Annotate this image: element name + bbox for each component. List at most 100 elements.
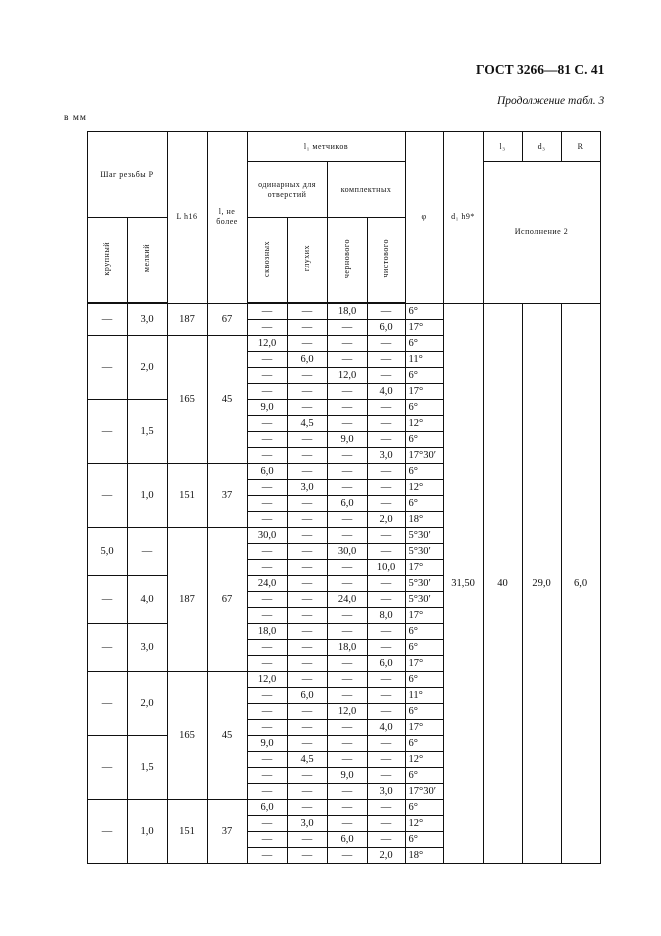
cell-phi: 17° (404, 655, 444, 672)
cell-through: — (246, 431, 288, 448)
cell-fine-pitch: 4,0 (126, 575, 168, 624)
cell-coarse-pitch: — (86, 671, 128, 736)
cell-L: 187 (166, 527, 208, 672)
cell-through: — (246, 591, 288, 608)
cell-coarse-pitch: — (86, 302, 128, 336)
cell-rough: 6,0 (326, 495, 368, 512)
cell-rough: 12,0 (326, 703, 368, 720)
cell-finish: 6,0 (366, 655, 406, 672)
cell-through: — (246, 847, 288, 864)
cell-through: — (246, 495, 288, 512)
cell-finish: — (366, 527, 406, 544)
cell-l: 67 (206, 527, 248, 672)
cell-blind: — (286, 591, 328, 608)
cell-blind: — (286, 831, 328, 848)
header-d1: d₁ h9* (442, 131, 484, 304)
cell-l: 67 (206, 302, 248, 336)
cell-blind: — (286, 575, 328, 592)
cell-phi: 6° (404, 367, 444, 384)
cell-blind: — (286, 463, 328, 480)
cell-through: — (246, 319, 288, 336)
cell-finish: 2,0 (366, 511, 406, 528)
cell-finish: — (366, 831, 406, 848)
cell-rough: — (326, 335, 368, 352)
cell-through: — (246, 751, 288, 768)
cell-phi: 17° (404, 383, 444, 400)
cell-R: 6,0 (560, 302, 601, 864)
cell-finish: — (366, 335, 406, 352)
cell-rough: — (326, 511, 368, 528)
cell-L: 151 (166, 463, 208, 528)
cell-finish: 4,0 (366, 719, 406, 736)
cell-blind: 6,0 (286, 687, 328, 704)
cell-fine-pitch: 1,5 (126, 735, 168, 800)
cell-through: 9,0 (246, 399, 288, 416)
cell-coarse-pitch: — (86, 399, 128, 464)
cell-through: — (246, 415, 288, 432)
cell-rough: — (326, 575, 368, 592)
cell-blind: 4,5 (286, 751, 328, 768)
cell-rough: — (326, 815, 368, 832)
cell-phi: 6° (404, 302, 444, 320)
cell-rough: — (326, 383, 368, 400)
cell-through: — (246, 511, 288, 528)
header-finish: чистового (366, 217, 406, 304)
cell-through: 24,0 (246, 575, 288, 592)
cell-blind: — (286, 783, 328, 800)
cell-rough: — (326, 527, 368, 544)
cell-phi: 6° (404, 831, 444, 848)
cell-through: 6,0 (246, 799, 288, 816)
cell-through: — (246, 383, 288, 400)
cell-rough: — (326, 415, 368, 432)
header-blind: глухих (286, 217, 328, 304)
cell-rough: 12,0 (326, 367, 368, 384)
header-L-h16: L h16 (166, 131, 208, 304)
cell-through: — (246, 367, 288, 384)
table-row: —4,5——12° (64, 751, 600, 768)
cell-phi: 18° (404, 847, 444, 864)
cell-through: — (246, 815, 288, 832)
table-row: ——12,0—6° (64, 367, 600, 384)
cell-phi: 12° (404, 415, 444, 432)
cell-phi: 6° (404, 623, 444, 640)
cell-through: — (246, 559, 288, 576)
cell-fine-pitch: 1,0 (126, 463, 168, 528)
cell-phi: 11° (404, 351, 444, 368)
cell-phi: 6° (404, 735, 444, 752)
cell-rough: — (326, 671, 368, 688)
cell-finish: — (366, 687, 406, 704)
cell-blind: — (286, 623, 328, 640)
cell-finish: 10,0 (366, 559, 406, 576)
cell-blind: — (286, 655, 328, 672)
cell-finish: — (366, 639, 406, 656)
cell-through: — (246, 479, 288, 496)
cell-blind: — (286, 559, 328, 576)
cell-fine-pitch: 1,5 (126, 399, 168, 464)
cell-phi: 5°30′ (404, 543, 444, 560)
cell-blind: — (286, 447, 328, 464)
cell-fine-pitch: 2,0 (126, 671, 168, 736)
cell-coarse-pitch: — (86, 735, 128, 800)
cell-blind: — (286, 319, 328, 336)
cell-rough: — (326, 687, 368, 704)
cell-rough: — (326, 847, 368, 864)
cell-through: 9,0 (246, 735, 288, 752)
cell-l: 37 (206, 463, 248, 528)
cell-rough: — (326, 479, 368, 496)
header-l3: l₃ (482, 131, 523, 162)
header-l-max: l, не более (206, 131, 248, 304)
cell-rough: 6,0 (326, 831, 368, 848)
cell-through: — (246, 655, 288, 672)
cell-through: 12,0 (246, 335, 288, 352)
table-row: ——9,0—6° (64, 431, 600, 448)
cell-blind: — (286, 383, 328, 400)
cell-l: 45 (206, 335, 248, 464)
cell-blind: 3,0 (286, 479, 328, 496)
cell-finish: — (366, 431, 406, 448)
header-fine: мелкий (126, 217, 168, 304)
